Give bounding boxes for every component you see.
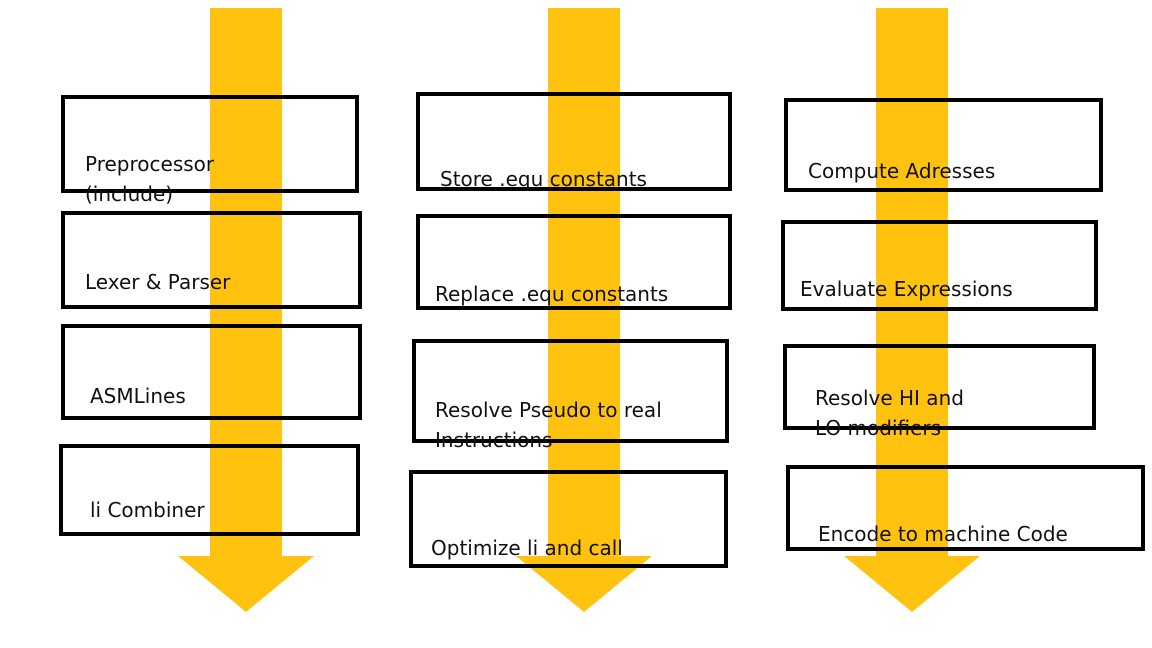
step-asmlines: ASMLines (61, 324, 362, 420)
step-encode-machine-code: Encode to machine Code (786, 465, 1145, 551)
step-evaluate-expressions: Evaluate Expressions (781, 220, 1098, 311)
arrow-column-1 (178, 8, 314, 612)
step-resolve-hi-lo: Resolve HI and LO modifiers (783, 344, 1096, 440)
arrow-column-2 (516, 8, 652, 612)
arrow-head-down (844, 556, 980, 612)
arrow-head-down (516, 556, 652, 612)
step-label: Encode to machine Code (818, 522, 1068, 546)
step-label: Lexer & Parser (85, 270, 231, 294)
step-preprocessor: Preprocessor (include) (61, 95, 359, 206)
step-replace-equ-constants: Replace .equ constants (416, 214, 732, 310)
step-label: li Combiner (90, 498, 205, 522)
step-label: Compute Adresses (808, 159, 996, 183)
step-label: Resolve HI and LO modifiers (815, 386, 964, 440)
arrow-head-down (178, 556, 314, 612)
step-label: Preprocessor (include) (85, 152, 215, 206)
step-resolve-pseudo: Resolve Pseudo to real Instructions (412, 339, 729, 452)
step-label: ASMLines (90, 384, 186, 408)
arrow-shaft (548, 8, 620, 556)
step-lexer-parser: Lexer & Parser (61, 211, 362, 309)
step-label: Resolve Pseudo to real Instructions (435, 398, 662, 452)
arrow-shaft (210, 8, 282, 556)
step-label: Evaluate Expressions (800, 277, 1013, 301)
step-li-combiner: li Combiner (59, 444, 360, 536)
step-label: Store .equ constants (440, 167, 647, 191)
step-label: Optimize li and call (431, 536, 623, 560)
step-label: Replace .equ constants (435, 282, 669, 306)
step-compute-addresses: Compute Adresses (784, 98, 1103, 192)
step-optimize-li-call: Optimize li and call (409, 470, 728, 568)
step-store-equ-constants: Store .equ constants (416, 92, 732, 191)
